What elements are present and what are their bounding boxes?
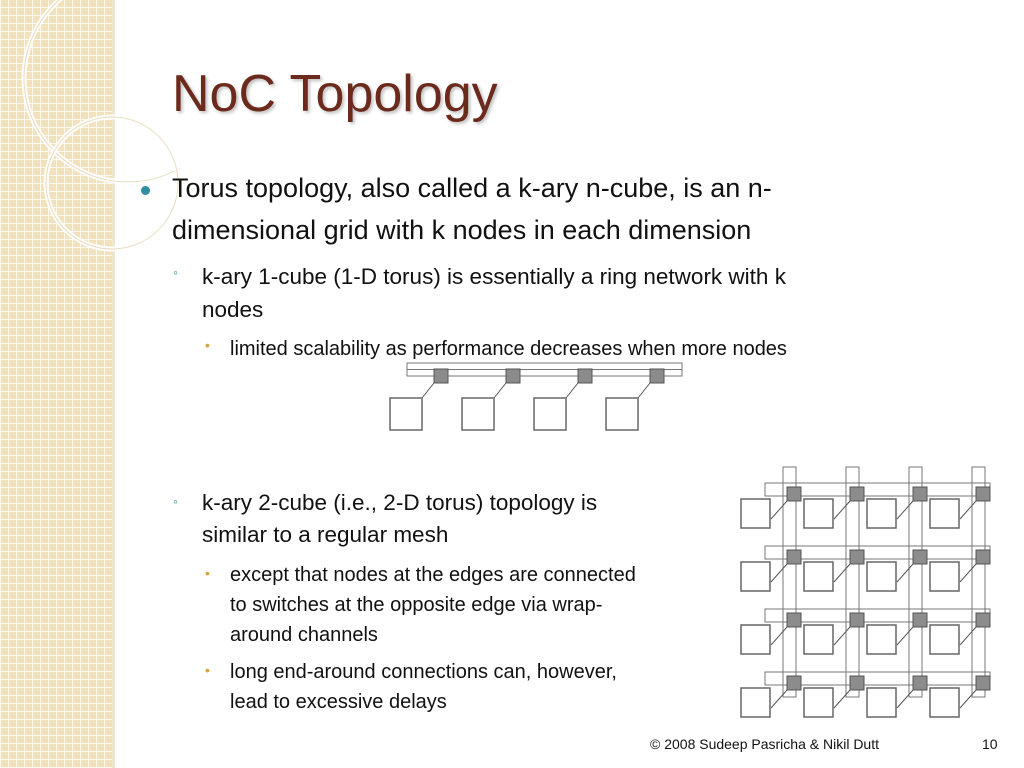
torus-switch [912,675,928,691]
torus-node-link [833,689,851,709]
torus-node-link [770,689,788,709]
bullet-delays-line2: lead to excessive delays [230,691,447,713]
torus-node [866,687,897,718]
torus-switch [786,612,802,628]
torus-node-link [833,563,851,583]
torus-node [803,561,834,592]
bullet-torus-line2: dimensional grid with k nodes in each di… [172,215,752,245]
torus-node-link [959,689,977,709]
decorative-side-band [0,0,113,768]
bullet-edges-line3: around channels [230,624,378,646]
torus-node [740,498,771,529]
bullet-2cube-line1: k-ary 2-cube (i.e., 2-D torus) topology … [202,490,598,515]
torus-node [740,687,771,718]
torus-vertical-channel [908,466,923,698]
torus-node-link [959,500,977,520]
torus-switch [849,549,865,565]
decorative-circles [21,0,180,252]
torus-node-link [770,626,788,646]
torus-node-link [896,563,914,583]
torus-switch [975,486,991,502]
torus-node [929,687,960,718]
torus-node-link [896,500,914,520]
torus-node-link [896,689,914,709]
torus-vertical-channel [971,466,986,698]
torus-switch [849,486,865,502]
torus-vertical-channel [845,466,860,698]
torus-node [803,498,834,529]
bullet-scalability: limited scalability as performance decre… [230,338,787,360]
torus-node-link [959,626,977,646]
torus-switch [975,612,991,628]
torus-node [740,624,771,655]
level3-bullet-icon: • [205,565,210,581]
level2-bullet-icon: ◦ [173,264,178,280]
torus-switch [786,675,802,691]
footer-copyright: © 2008 Sudeep Pasricha & Nikil Dutt [650,736,879,752]
level1-bullet-icon [141,186,150,195]
torus-switch [786,486,802,502]
torus-node-link [896,626,914,646]
bullet-edges-line1: except that nodes at the edges are conne… [230,564,636,586]
torus-switch [849,675,865,691]
ring-1d-diagram [389,362,683,431]
bullet-1cube-line1: k-ary 1-cube (1-D torus) is essentially … [202,264,786,289]
bullet-2cube-line2: similar to a regular mesh [202,522,449,547]
torus-node [803,624,834,655]
bullet-edges-line2: to switches at the opposite edge via wra… [230,594,603,616]
bullet-torus-line1: Torus topology, also called a k-ary n-cu… [172,173,772,203]
torus-switch [912,549,928,565]
bullet-delays-line1: long end-around connections can, however… [230,661,617,683]
torus-switch [975,675,991,691]
side-band-edge [112,0,115,768]
torus-node [929,624,960,655]
torus-node-link [770,500,788,520]
torus-node [929,498,960,529]
torus-vertical-channel [782,466,797,698]
torus-switch [975,549,991,565]
footer-page-number: 10 [982,736,998,752]
bullet-1cube-line2: nodes [202,297,264,322]
level3-bullet-icon: • [205,337,210,353]
torus-node-link [959,563,977,583]
torus-2d-diagram [730,460,1000,725]
torus-switch [912,612,928,628]
slide-title: NoC Topology [172,65,498,123]
torus-switch [912,486,928,502]
torus-node [866,561,897,592]
torus-node [929,561,960,592]
torus-switch [849,612,865,628]
torus-node [803,687,834,718]
torus-node-link [833,500,851,520]
torus-node-link [833,626,851,646]
torus-node [866,624,897,655]
level3-bullet-icon: • [205,662,210,678]
torus-node [740,561,771,592]
torus-node [866,498,897,529]
torus-node-link [770,563,788,583]
torus-switch [786,549,802,565]
level2-bullet-icon: ◦ [173,493,178,509]
